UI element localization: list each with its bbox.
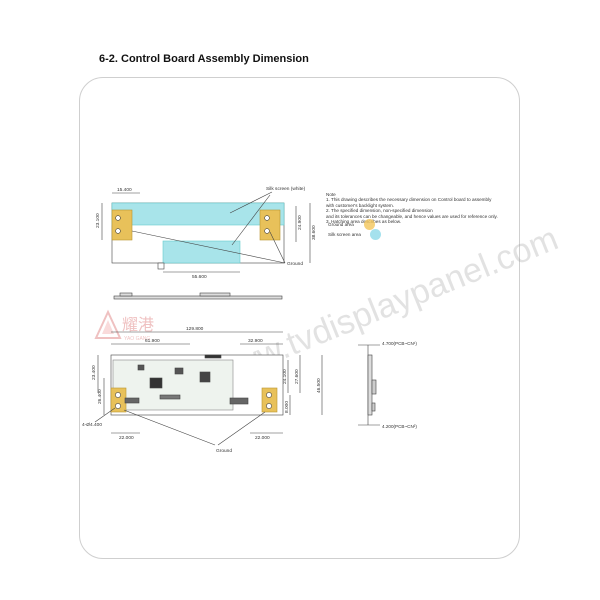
ground-swatch-icon [364,219,375,230]
dim-46-500: 46.500 [316,378,322,393]
leader-ground-2 [217,411,266,446]
mount-hole [264,215,270,221]
notes-line: with customer's backlight system. [326,202,395,208]
mount-hole [115,392,121,398]
notes-block: Note 1. This drawing describes the neces… [326,192,526,224]
ground-area-left [111,209,133,241]
silk-screen-area [111,202,285,226]
watermark-logo-text: 耀港 [122,316,154,334]
drawing-frame [79,77,520,559]
mount-hole [264,228,270,234]
front-view [94,331,323,446]
dim-23-400: 23.400 [91,365,97,380]
dim-27-600: 27.600 [294,369,300,384]
dim-38-600: 38.600 [311,225,317,240]
legend-ground-label: Ground area [328,222,354,227]
silk-screen-area-lower [162,240,241,264]
leader-silk [229,191,273,214]
leader-ground-2 [269,231,286,264]
notes-line: and its tolerances can be changeable, an… [326,213,498,219]
mount-hole [266,403,272,409]
connector [204,354,222,359]
legend-silk: Silk screen area [328,232,361,237]
chip [174,367,184,375]
watermark-logo-subtext: YAO GANG [124,336,150,342]
chip [199,371,211,383]
dim-23-100: 23.100 [95,213,101,228]
mount-hole [115,403,121,409]
leader-ground [123,409,216,446]
dim-61-900: 61.900 [145,338,160,344]
profile-view [113,292,283,300]
mount-hole [266,392,272,398]
dim-26-400: 26.400 [97,389,103,404]
dim-hole-diameter: 4-Ø4.400 [82,422,102,428]
dim-24-900: 24.900 [297,215,303,230]
leader-ground [131,230,286,264]
dim-side-4-200: 4.200(PCB~CN²) [382,424,417,429]
dim-8-000: 8.000 [284,401,290,413]
callout-ground: Ground [287,261,303,267]
ground-pad-right [261,387,278,413]
legend-ground: Ground area [328,222,354,227]
chip [149,377,163,389]
dim-24-100: 24.100 [282,369,288,384]
side-view [358,344,380,426]
ground-area-right [259,209,281,241]
watermark-logo: 耀港 YAO GANG [94,309,154,342]
dim-side-4-700: 4.700(PCB~CN¹) [382,341,417,346]
connector [229,397,249,405]
callout-silk-screen: Silk screen (white) [266,186,306,192]
notes-line: 2. The specified dimension, non-specifie… [326,208,433,214]
legend-silk-label: Silk screen area [328,232,361,237]
page-title: 6-2. Control Board Assembly Dimension [99,53,309,65]
silk-swatch-icon [370,229,381,240]
dim-22-000-right: 22.000 [255,435,270,441]
mount-hole [115,228,121,234]
notes-heading: Note [326,192,336,197]
dim-129-800: 129.800 [186,326,204,332]
dim-32-900: 32.900 [248,338,263,344]
dim-15-400: 15.400 [117,187,132,193]
logo-triangle-icon [94,309,122,339]
leader-silk-2 [231,194,271,246]
callout-ground-front: Ground [216,448,232,454]
chip [159,394,181,400]
dim-55-600: 55.600 [192,274,207,280]
top-view [101,191,311,273]
notes-line: 3. Hatching area describes as below. [326,219,402,225]
dim-22-000-left: 22.000 [119,435,134,441]
notes-line: 1. This drawing describes the necessary … [326,197,492,203]
connector [124,397,140,404]
mount-hole [115,215,121,221]
chip [137,364,145,371]
